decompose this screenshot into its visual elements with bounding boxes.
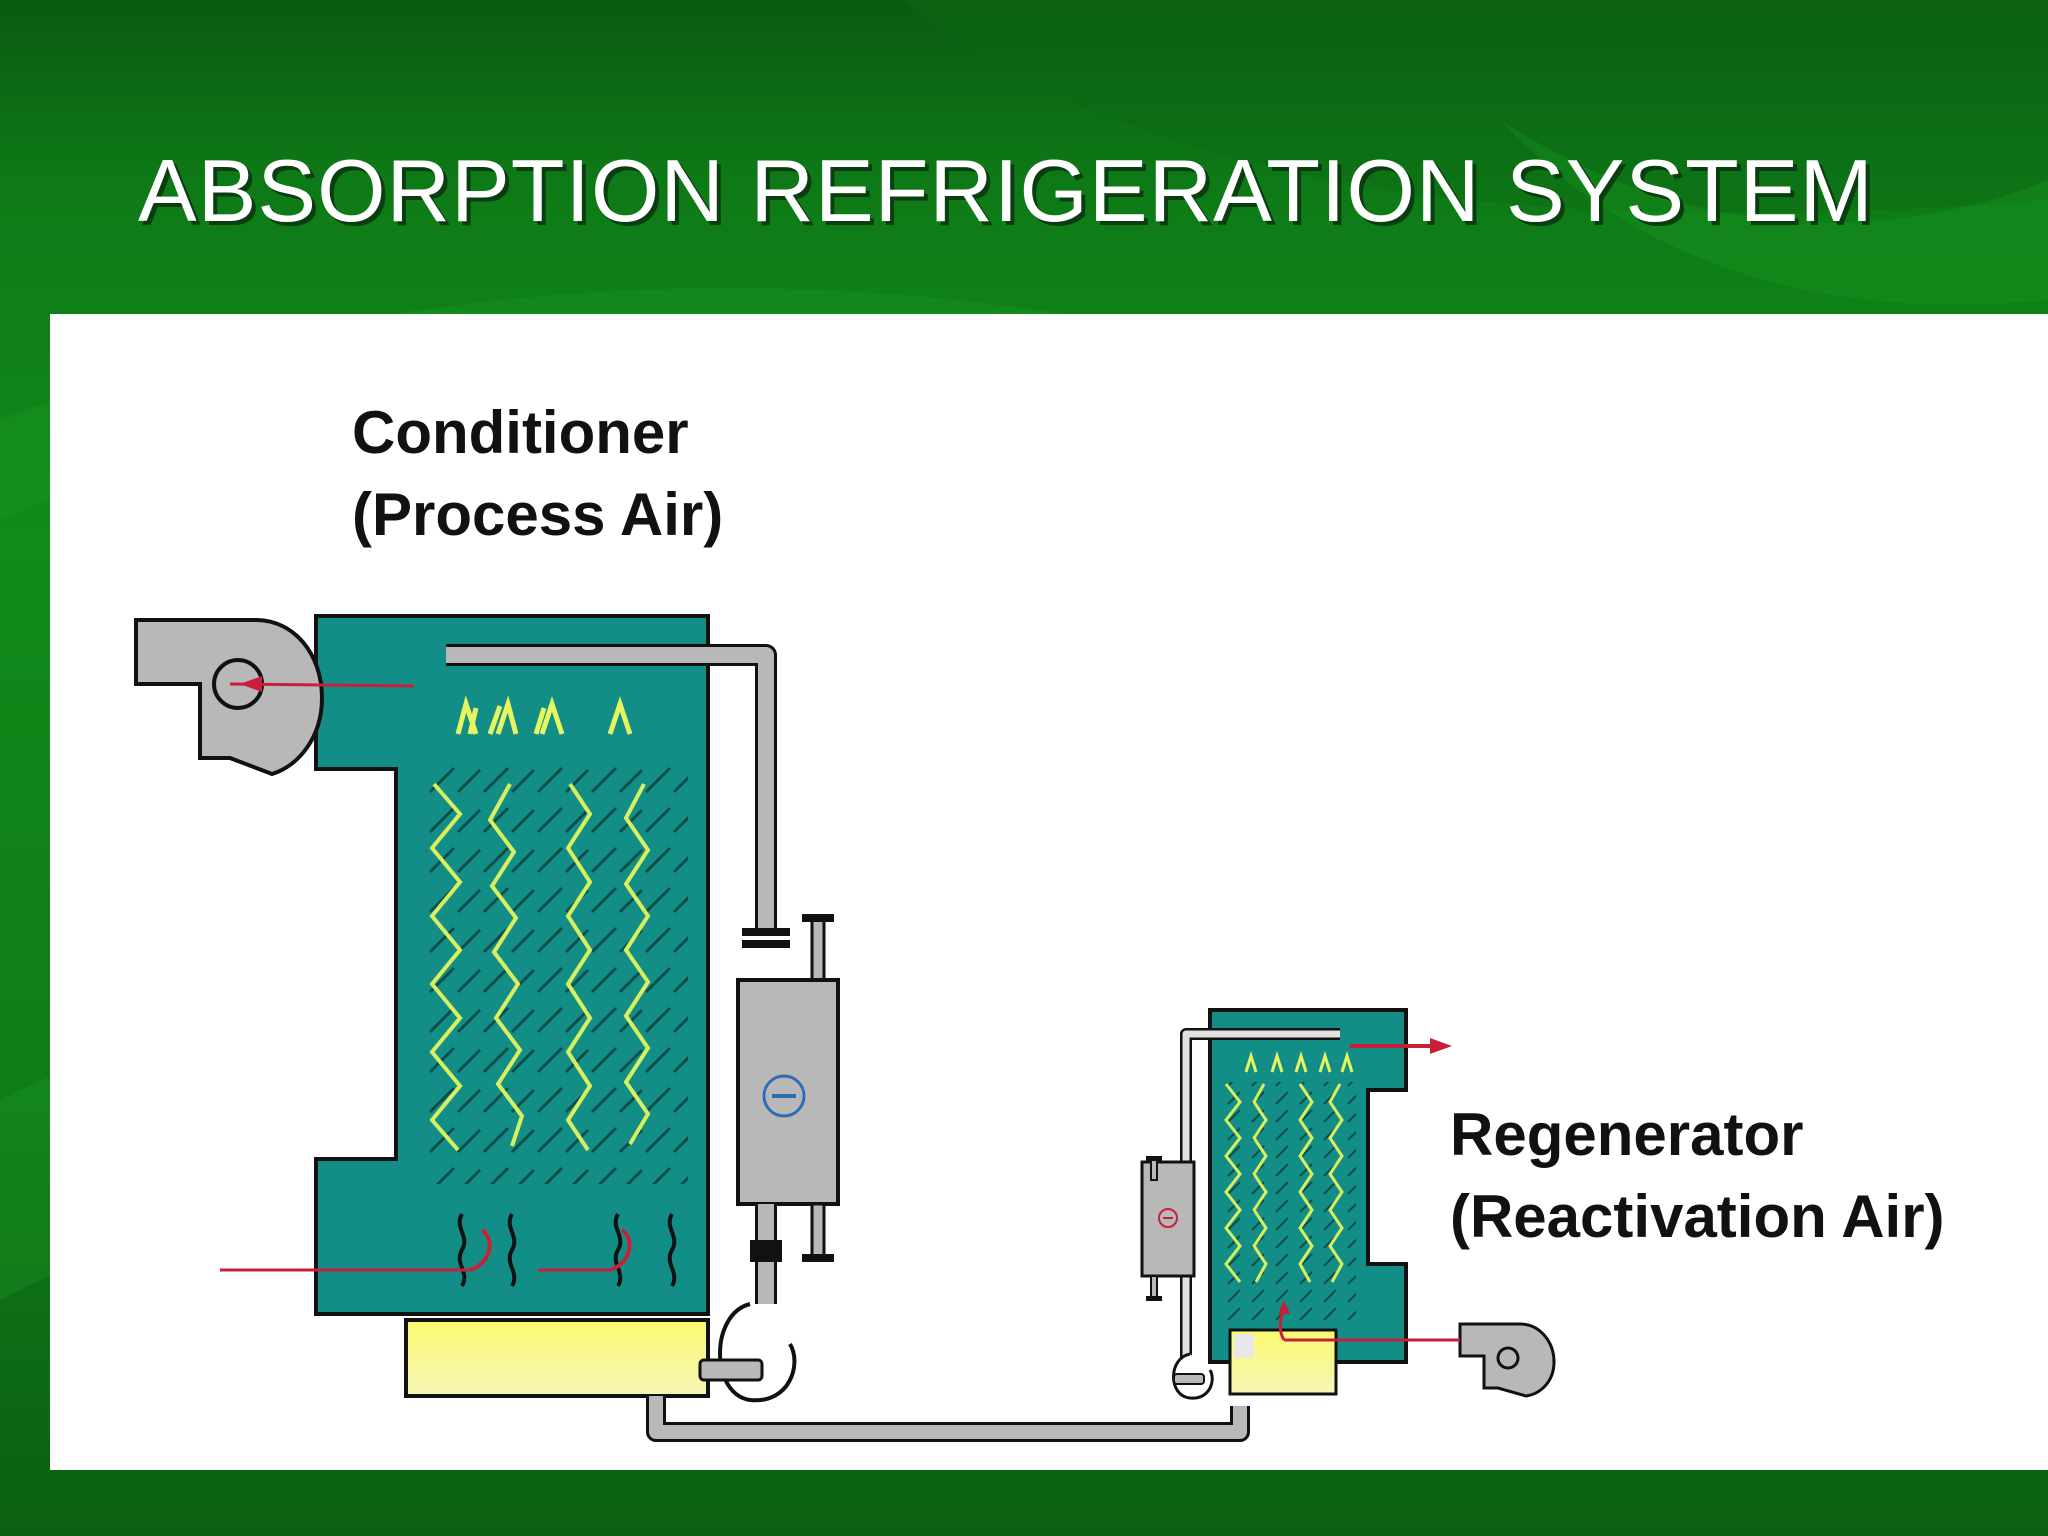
absorption-system-diagram <box>134 614 1556 1442</box>
conditioner-spray-nozzles <box>455 695 633 735</box>
regenerator-vessel <box>1208 1008 1408 1396</box>
regenerator-liquid-streams <box>1224 1083 1344 1283</box>
conditioner-air-bubbles <box>457 1213 677 1287</box>
reactivation-air-inlet-arrow <box>1278 1300 1460 1342</box>
regenerator-pump-icon <box>1172 1352 1214 1400</box>
heat-exchanger-plus-icon <box>1158 1208 1178 1228</box>
regenerator-spray-nozzles <box>1244 1050 1354 1073</box>
process-air-fan-icon <box>134 618 325 777</box>
conditioner-packing <box>426 764 688 1184</box>
cooling-coil-return-icon <box>802 1202 834 1262</box>
process-air-arrow-bottom <box>220 1228 632 1272</box>
conditioner-label-line1: Conditioner <box>352 399 689 466</box>
regenerator-heater-icon <box>1234 1334 1254 1358</box>
heat-exchanger-minus-icon <box>762 1074 806 1118</box>
reactivation-air-fan-icon <box>1458 1322 1556 1398</box>
slide-title: ABSORPTION REFRIGERATION SYSTEM <box>138 141 1874 240</box>
conditioner-liquid-streams <box>429 782 651 1152</box>
connecting-pipe <box>649 1396 1247 1439</box>
conditioner-label-line2: (Process Air) <box>352 481 724 548</box>
conditioner-sump <box>404 1318 710 1398</box>
conditioner-valve-icon <box>742 928 790 948</box>
regenerator-label-line2: (Reactivation Air) <box>1450 1183 1945 1250</box>
conditioner-vessel <box>314 614 710 1398</box>
reactivation-air-outlet-arrow <box>1350 1038 1452 1054</box>
conditioner-supply-pipe <box>446 647 774 936</box>
regenerator-label: Regenerator (Reactivation Air) <box>1450 1094 1945 1258</box>
process-air-arrow-top <box>229 676 415 692</box>
regenerator-label-line1: Regenerator <box>1450 1101 1804 1168</box>
cooling-coil-temp-icon <box>802 914 834 984</box>
diagram-panel: Conditioner (Process Air) Regenerator (R… <box>50 314 2048 1470</box>
conditioner-label: Conditioner (Process Air) <box>352 392 723 556</box>
pump-valve-icon <box>750 1240 782 1262</box>
regenerator-temp-icon-top <box>1146 1156 1162 1181</box>
solution-pump-icon <box>698 1302 797 1403</box>
regenerator-temp-icon-bottom <box>1146 1275 1162 1301</box>
